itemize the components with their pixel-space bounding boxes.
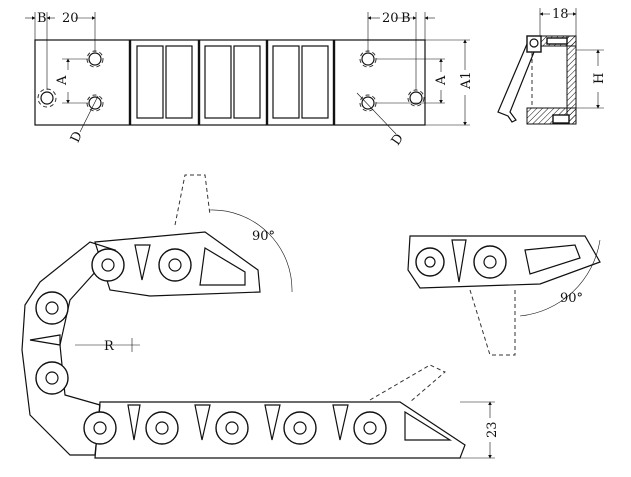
dim-23: 23 <box>485 421 500 438</box>
dim-r: R <box>104 339 115 354</box>
angle-90-right: 90° <box>560 291 583 306</box>
dim-pitch-right: 20 <box>382 11 399 26</box>
link-pins <box>35 248 387 445</box>
chain-side-view: 90° R 23 <box>21 174 500 459</box>
dim-h: H <box>592 73 607 84</box>
dim-a1: A1 <box>459 71 474 90</box>
detail-view: 90° <box>407 235 601 356</box>
dim-d-left: D <box>68 129 86 145</box>
dim-d-right: D <box>389 131 407 148</box>
section-view: 18 H <box>497 7 607 125</box>
dim-a-left: A <box>55 75 70 86</box>
dim-b-left: B <box>37 11 47 26</box>
chain-outline <box>34 39 426 126</box>
dimension-lines <box>25 12 470 135</box>
link-separators <box>29 244 349 441</box>
angle-90-left: 90° <box>252 229 275 244</box>
dim-18: 18 <box>552 7 569 22</box>
dim-pitch-left: 20 <box>62 11 79 26</box>
middle-sections <box>128 40 336 125</box>
top-view: B 20 A D 20 B A A1 D <box>25 11 474 148</box>
dim-b-right: B <box>401 11 411 26</box>
dim-a-right: A <box>434 75 449 86</box>
